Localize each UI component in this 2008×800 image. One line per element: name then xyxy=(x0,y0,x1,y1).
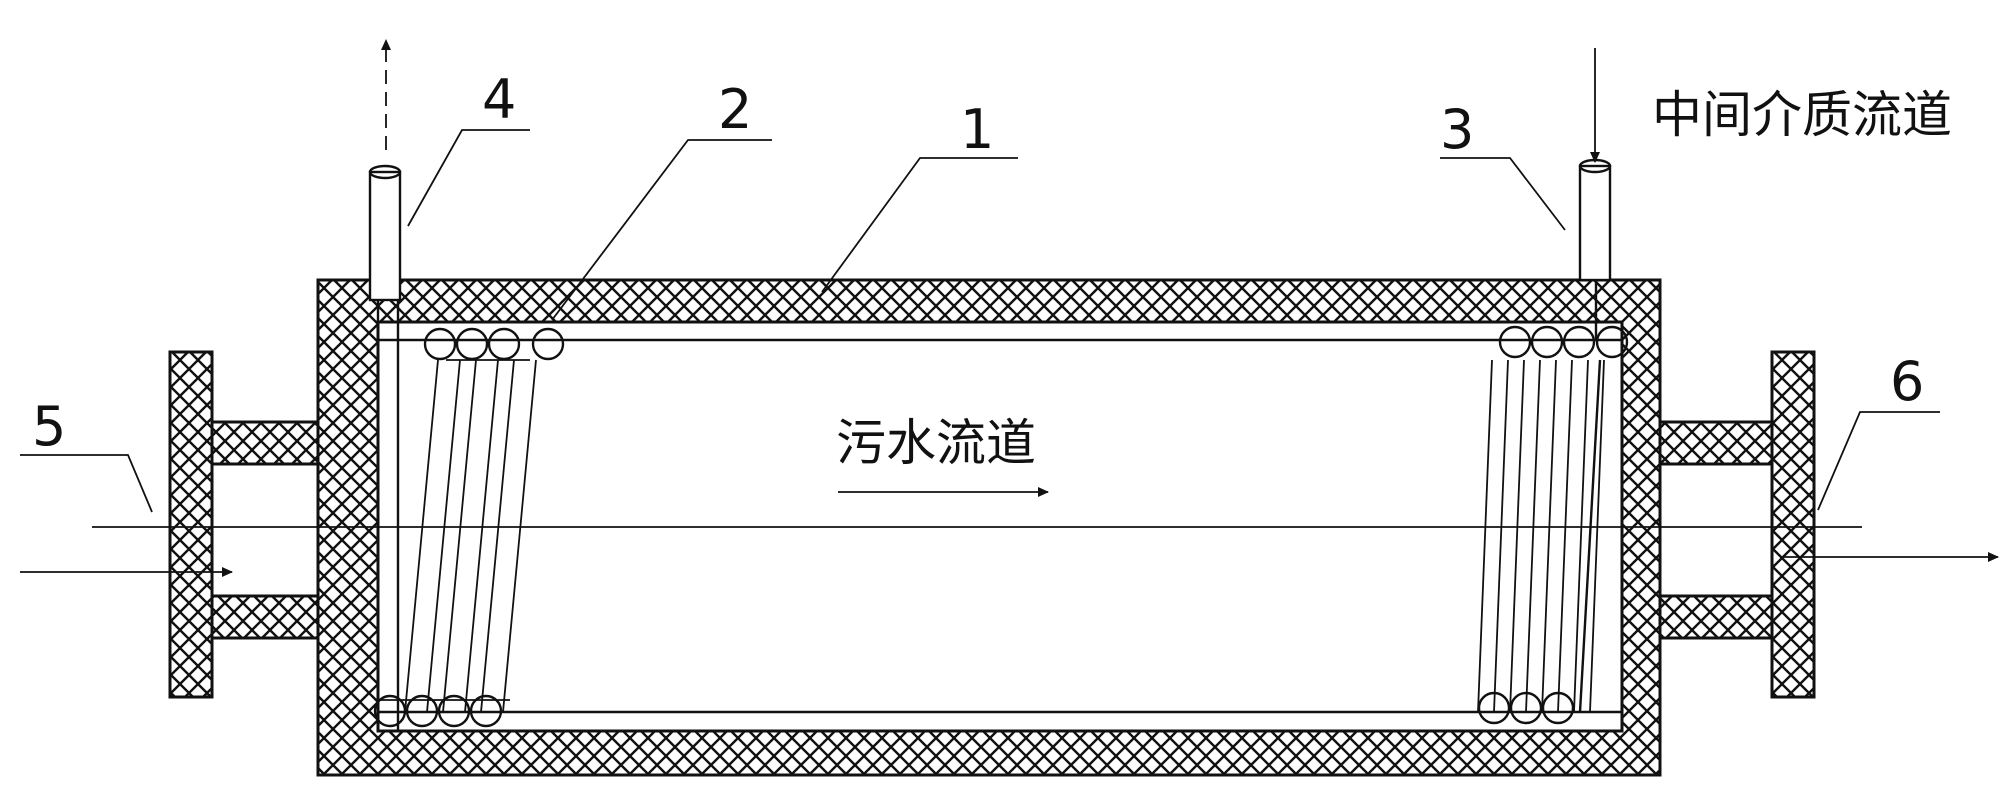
label-part-5: 5 xyxy=(32,395,66,458)
intermediate-channel-label: 中间介质流道 xyxy=(1652,86,1952,144)
medium-outlet-pipe xyxy=(368,39,402,302)
label-part-4: 4 xyxy=(482,68,516,131)
label-part-1: 1 xyxy=(960,98,994,161)
leader-lines xyxy=(20,129,1940,513)
right-outlet-pipe xyxy=(1648,350,1816,699)
label-part-3: 3 xyxy=(1440,98,1474,161)
label-part-2: 2 xyxy=(718,78,752,141)
sewage-channel-label: 污水流道 xyxy=(836,414,1036,472)
left-inlet-pipe xyxy=(168,350,336,699)
right-coil xyxy=(1477,325,1629,725)
medium-inlet-pipe xyxy=(1578,48,1612,340)
left-coil xyxy=(373,300,565,730)
sewage-tube xyxy=(378,338,1622,714)
label-part-6: 6 xyxy=(1890,350,1924,413)
